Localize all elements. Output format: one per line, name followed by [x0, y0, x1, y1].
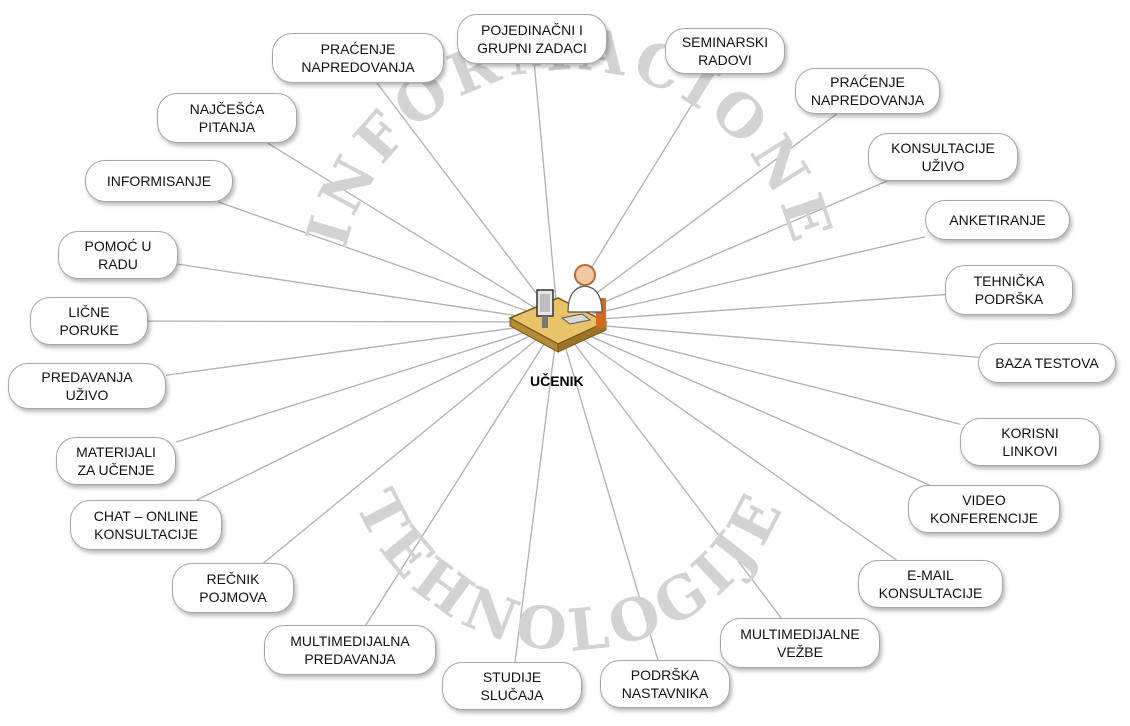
node-anketiranje: ANKETIRANJE: [925, 200, 1070, 240]
connector-line-informisanje: [218, 201, 559, 323]
connector-line-materijali: [175, 321, 559, 443]
node-tehnicka: TEHNIČKA PODRŠKA: [945, 265, 1073, 315]
connector-line-pojedinacni: [533, 63, 559, 323]
node-pracenje-right: PRAĆENJE NAPREDOVANJA: [795, 68, 940, 114]
connector-line-licne: [147, 320, 559, 323]
connector-line-pomoc: [177, 263, 559, 323]
connector-line-baza: [557, 321, 979, 358]
node-licne: LIČNE PORUKE: [30, 297, 148, 345]
node-pomoc: POMOĆ U RADU: [58, 231, 178, 279]
connector-line-tehnicka: [557, 293, 946, 323]
node-chat: CHAT – ONLINE KONSULTACIJE: [70, 500, 222, 550]
node-konsultacije-uzivo: KONSULTACIJE UŽIVO: [868, 133, 1018, 181]
node-materijali: MATERIJALI ZA UČENJE: [56, 437, 176, 485]
connector-line-chat: [196, 321, 559, 501]
center-label: UČENIK: [530, 373, 584, 389]
node-informisanje: INFORMISANJE: [85, 160, 233, 202]
node-seminarski: SEMINARSKI RADOVI: [665, 28, 785, 74]
connector-line-email: [557, 321, 897, 561]
student-desk-icon: [508, 264, 608, 353]
connector-line-pracenje-right: [557, 113, 838, 323]
node-mm-vezbe: MULTIMEDIJALNE VEŽBE: [720, 618, 880, 668]
connector-line-pracenje-left: [376, 82, 559, 323]
connector-line-mm-predavanja: [365, 321, 559, 626]
connector-line-recnik: [263, 321, 559, 564]
node-mm-predavanja: MULTIMEDIJALNA PREDAVANJA: [264, 625, 436, 675]
connector-line-konsultacije-uzivo: [557, 180, 888, 323]
node-najcesca: NAJČEŠĆA PITANJA: [157, 93, 297, 143]
connector-line-najcesca: [267, 142, 559, 323]
connector-line-video: [557, 321, 930, 486]
node-predavanja-uzivo: PREDAVANJA UŽIVO: [8, 363, 166, 409]
node-baza: BAZA TESTOVA: [978, 343, 1116, 383]
node-studije: STUDIJE SLUČAJA: [442, 662, 582, 710]
connector-line-studije: [514, 321, 559, 663]
node-video: VIDEO KONFERENCIJE: [908, 485, 1060, 533]
node-korisni: KORISNI LINKOVI: [960, 418, 1100, 466]
connector-line-podrska-nast: [557, 321, 659, 661]
connector-line-predavanja-uzivo: [165, 321, 559, 376]
connector-line-korisni: [557, 321, 961, 425]
connector-line-anketiranje: [557, 236, 926, 323]
node-recnik: REČNIK POJMOVA: [172, 563, 294, 613]
node-pracenje-left: PRAĆENJE NAPREDOVANJA: [272, 33, 444, 83]
node-email: E-MAIL KONSULTACIJE: [858, 560, 1003, 608]
node-pojedinacni: POJEDINAČNI I GRUPNI ZADACI: [457, 14, 607, 64]
connector-line-mm-vezbe: [557, 321, 782, 619]
node-podrska-nast: PODRŠKA NASTAVNIKA: [600, 660, 730, 708]
